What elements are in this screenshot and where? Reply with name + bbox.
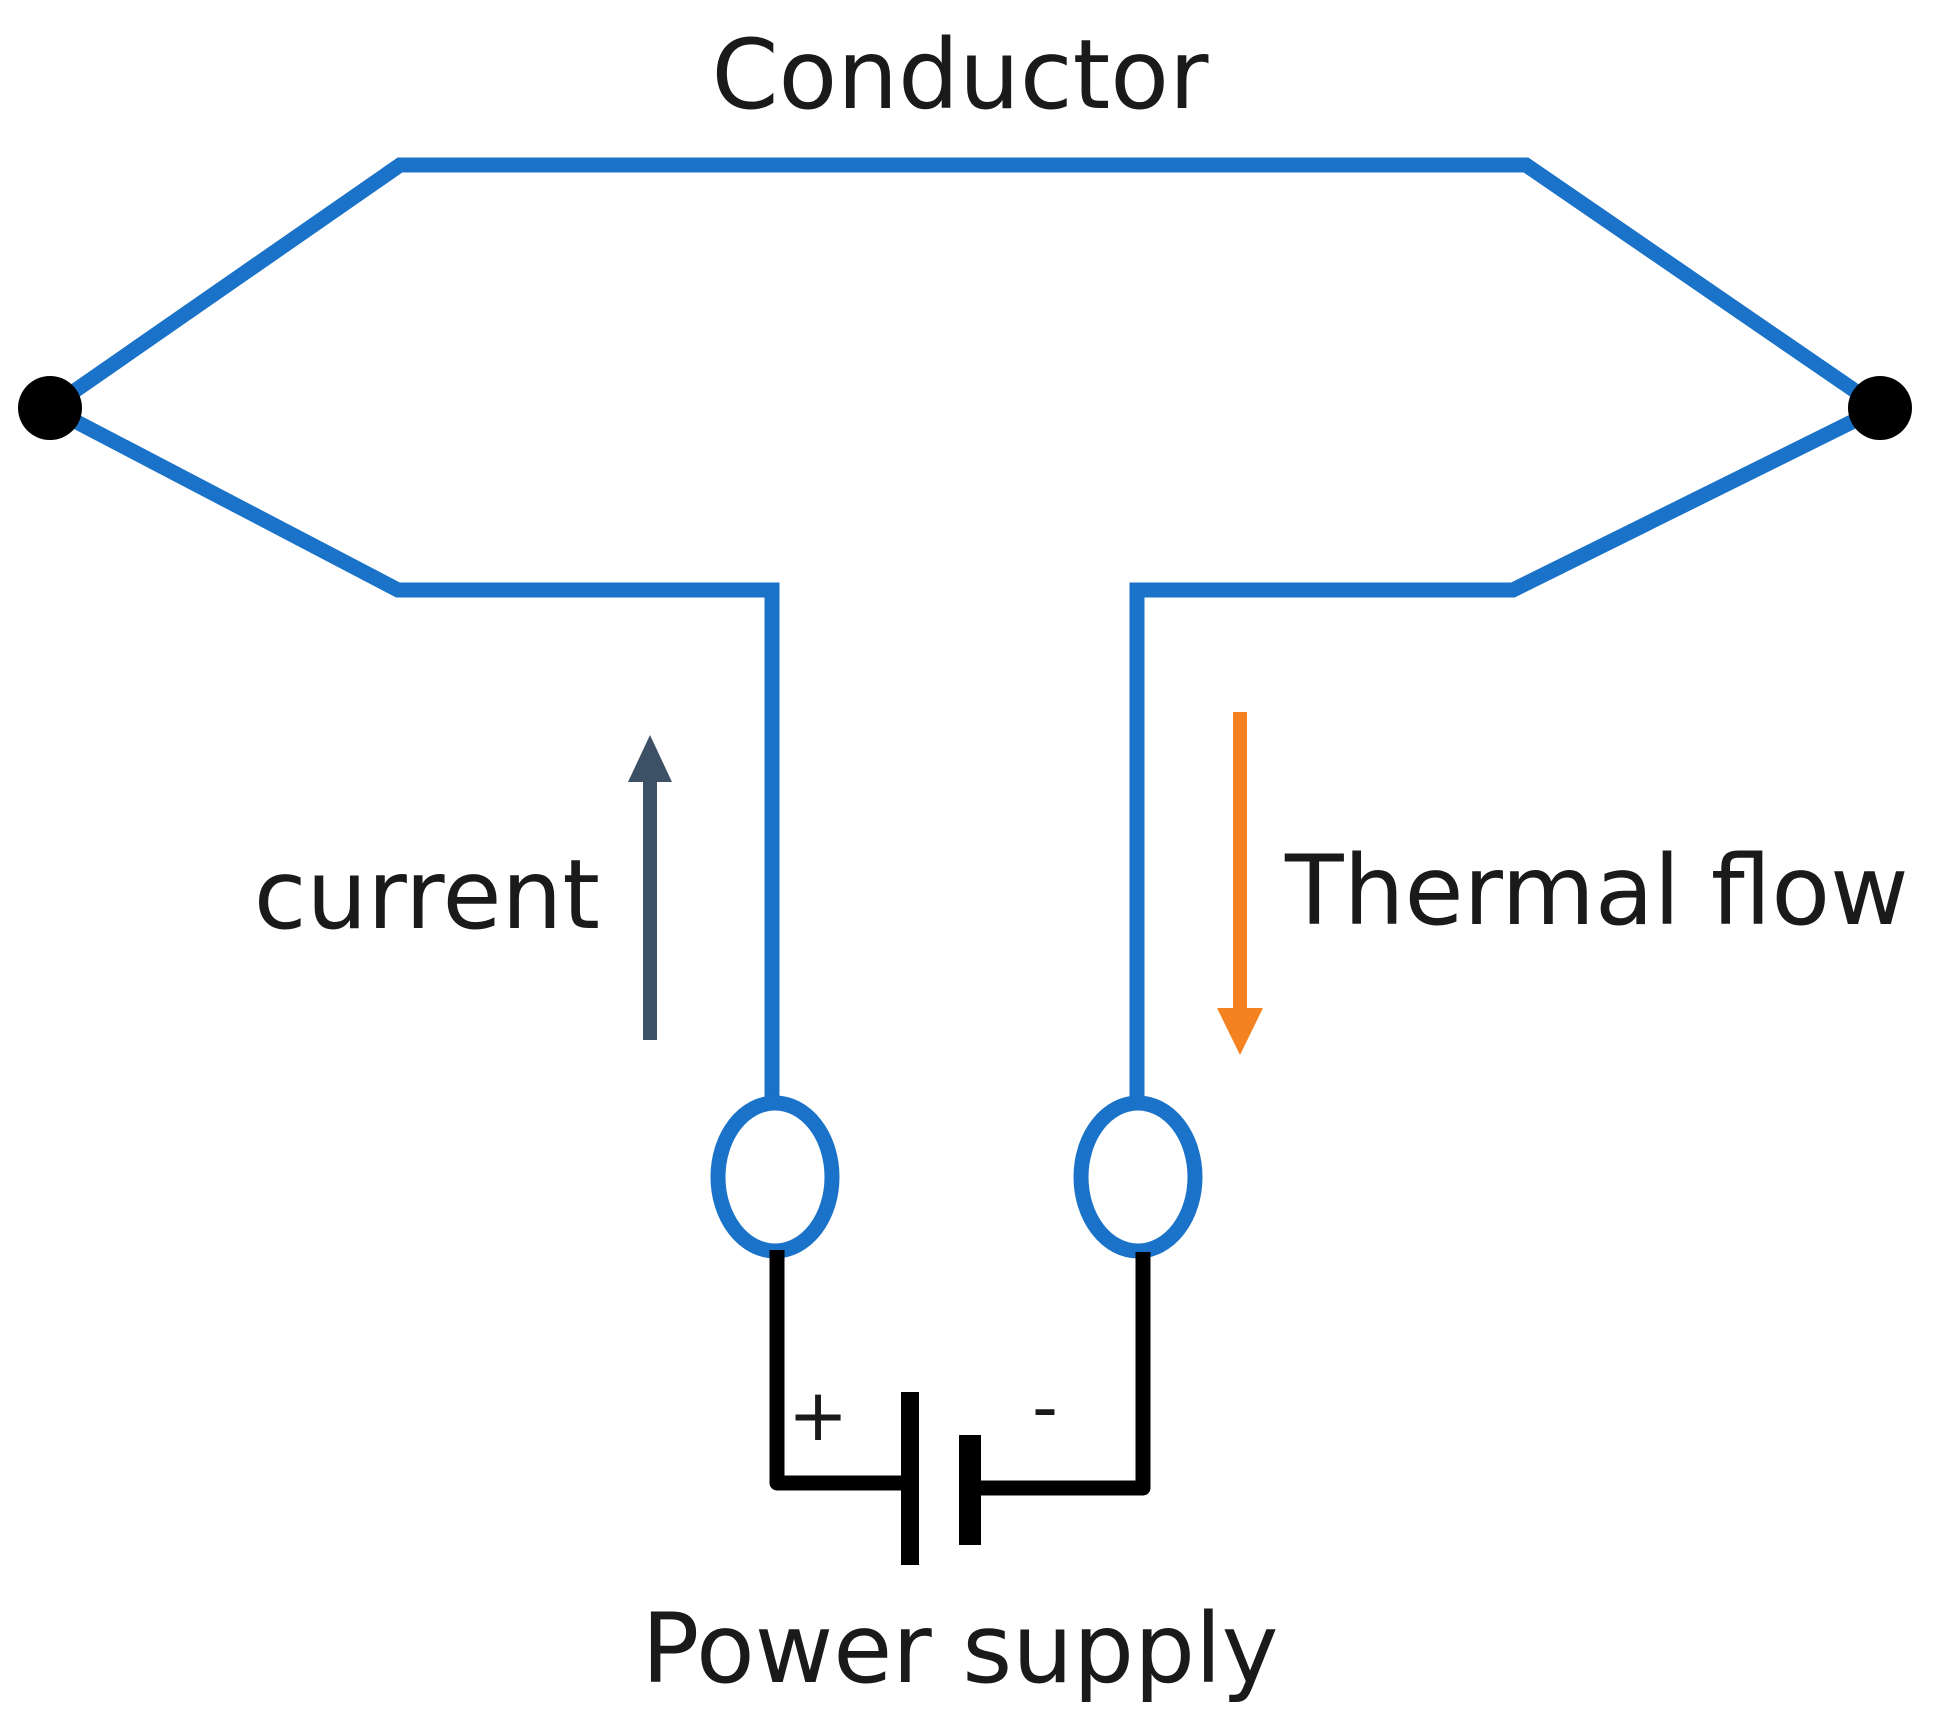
plus-sign: + [788, 1373, 848, 1457]
thermal-flow-arrow-head [1217, 1008, 1263, 1055]
conductor-label: Conductor [711, 19, 1209, 131]
upper-conductor-wire [45, 157, 1885, 415]
left-junction-dot [18, 376, 82, 440]
minus-sign: - [1032, 1365, 1058, 1449]
current-label: current [254, 839, 600, 951]
right-junction-dot [1848, 376, 1912, 440]
negative-supply-wire [970, 1252, 1151, 1496]
left-leg-wire [46, 401, 780, 1100]
positive-supply-wire [769, 1250, 910, 1491]
right-terminal [1073, 1095, 1203, 1259]
power-supply-label: Power supply [642, 1593, 1279, 1705]
current-arrow-head [628, 735, 672, 782]
left-terminal [710, 1095, 840, 1259]
right-leg-wire [1129, 401, 1884, 1100]
thermal-flow-label: Thermal flow [1284, 835, 1909, 947]
